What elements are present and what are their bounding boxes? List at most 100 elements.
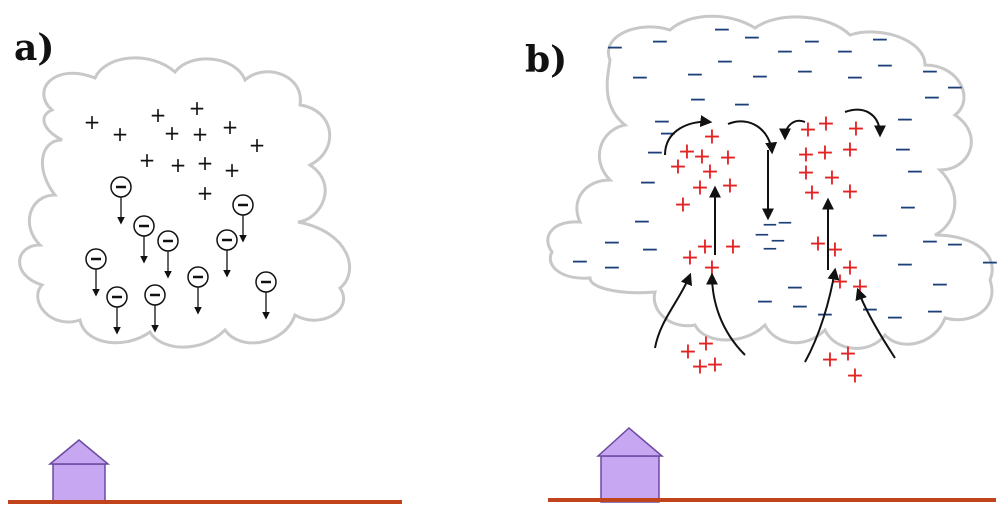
negative-charge: − — [796, 60, 814, 85]
positive-charge: + — [701, 160, 719, 185]
negative-charge: − — [571, 250, 589, 275]
negative-charge: − — [743, 26, 761, 51]
negative-charge: − — [754, 222, 771, 246]
negative-charge: − — [876, 54, 894, 79]
negative-charge: − — [906, 160, 924, 185]
negative-charge: − — [713, 18, 731, 43]
positive-charge: + — [809, 232, 827, 257]
electron-drop-icon — [85, 248, 107, 297]
negative-charge: − — [926, 300, 944, 325]
label-b-mask — [520, 40, 572, 86]
positive-charge: + — [222, 115, 239, 139]
negative-charge: − — [896, 108, 914, 133]
positive-charge: + — [224, 158, 241, 182]
cloud-a-outline — [18, 56, 351, 349]
negative-charge: − — [646, 141, 664, 166]
updraft-arrow-icon — [706, 272, 746, 356]
negative-charge: − — [651, 30, 669, 55]
electron-drop-icon — [133, 215, 155, 264]
negative-charge: − — [641, 238, 659, 263]
negative-charge: − — [751, 65, 769, 90]
negative-charge: − — [946, 233, 964, 258]
negative-charge: − — [733, 93, 751, 118]
positive-charge: + — [150, 103, 167, 127]
negative-charge: − — [871, 224, 889, 249]
updraft-arrow-icon — [779, 119, 806, 141]
negative-charge: − — [899, 196, 917, 221]
house-a-body — [52, 463, 106, 503]
positive-charges-b: +++++++++++++++++++++++++++++++++++ — [669, 112, 869, 389]
negative-charge: − — [762, 236, 779, 260]
negative-charge: − — [894, 138, 912, 163]
negative-charge: − — [606, 36, 624, 61]
positive-charge: + — [674, 193, 692, 218]
negative-charge: − — [631, 66, 649, 91]
positive-charge: + — [189, 96, 206, 120]
positive-charge: + — [797, 143, 815, 168]
panel-b: b) −−−−−−−−−−−−−−−−−−−−−−−−−−−−−−−−−−−−−… — [520, 14, 999, 503]
negative-charge: − — [770, 228, 787, 252]
electron-drop-icon — [110, 176, 132, 225]
negative-charge: − — [846, 66, 864, 91]
positive-charge: + — [841, 256, 859, 281]
negative-charge: − — [921, 230, 939, 255]
positive-charge: + — [724, 235, 742, 260]
positive-charge: + — [823, 166, 841, 191]
positive-charge: + — [719, 146, 737, 171]
updraft-arrow-icon — [804, 267, 840, 363]
positive-charge: + — [797, 161, 815, 186]
positive-charge: + — [192, 122, 209, 146]
panel-b-label: b) — [525, 39, 567, 81]
electron-drop-icon — [144, 284, 166, 333]
negative-charge: − — [923, 86, 941, 111]
electron-drop-icon — [187, 266, 209, 315]
positive-charge: + — [696, 235, 714, 260]
positive-charge: + — [817, 112, 835, 137]
updraft-arrow-icon — [727, 120, 778, 155]
positive-charge: + — [841, 138, 859, 163]
positive-charge: + — [139, 148, 156, 172]
negative-charge: − — [791, 295, 809, 320]
positive-charge: + — [84, 110, 101, 134]
cloud-b-outline — [546, 14, 994, 350]
negative-charge: − — [836, 40, 854, 65]
negative-charge: − — [776, 40, 794, 65]
positive-charge: + — [703, 125, 721, 150]
negative-charge: − — [921, 60, 939, 85]
negative-charge: − — [756, 290, 774, 315]
house-b-body — [600, 455, 660, 503]
negative-charge: − — [946, 76, 964, 101]
positive-charge: + — [691, 355, 709, 380]
convection-arrows-b — [654, 108, 896, 363]
positive-charge: + — [826, 238, 844, 263]
negative-charge: − — [639, 171, 657, 196]
positive-charge: + — [821, 348, 839, 373]
positive-charge: + — [847, 117, 865, 142]
negative-charge: − — [633, 210, 651, 235]
panel-a-label: a) — [14, 27, 54, 69]
positive-charge: + — [669, 155, 687, 180]
positive-charge: + — [816, 141, 834, 166]
negative-charge: − — [659, 122, 677, 147]
positive-charge: + — [799, 118, 817, 143]
positive-charge: + — [697, 332, 715, 357]
updraft-arrow-icon — [664, 115, 713, 156]
positive-charge: + — [197, 151, 214, 175]
house-a-roof — [47, 439, 111, 465]
house-a — [47, 439, 111, 503]
positive-charge: + — [249, 133, 266, 157]
positive-charge: + — [170, 153, 187, 177]
negative-charge: − — [871, 28, 889, 53]
updraft-arrow-icon — [855, 287, 896, 359]
positive-charge: + — [164, 121, 181, 145]
electron-drop-icon — [157, 230, 179, 279]
house-b-roof — [596, 427, 665, 457]
negative-charge: − — [689, 88, 707, 113]
negative-charge: − — [931, 273, 949, 298]
negative-charge: − — [777, 210, 794, 234]
negative-charge: − — [786, 276, 804, 301]
negative-charges-b: −−−−−−−−−−−−−−−−−−−−−−−−−−−−−−−−−−−−−−−−… — [571, 18, 999, 331]
updraft-arrow-icon — [844, 108, 886, 138]
